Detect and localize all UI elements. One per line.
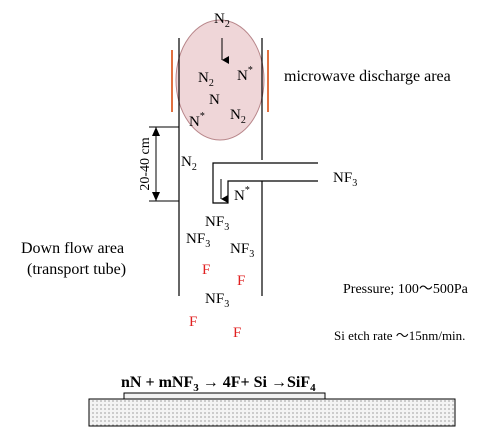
inlet-pipe [212, 162, 318, 204]
nf3-label-a: NF3 [205, 214, 229, 233]
length-label: 20-40 cm [138, 137, 153, 190]
fluorine-3: F [189, 314, 197, 330]
microwave-label: microwave discharge area [284, 68, 451, 85]
fluorine-2: F [237, 273, 245, 289]
discharge-plasma [175, 19, 265, 141]
dim-arrow-top [152, 127, 160, 136]
pressure-label: Pressure; 100～500Pa [343, 282, 469, 297]
dim-arrow-bottom [152, 192, 160, 201]
n2-inflow-label: N2 [214, 11, 230, 30]
plasma-nstar-left: N* [189, 111, 205, 130]
etch-rate-label: Si etch rate ～15nm/min. [334, 328, 465, 343]
plasma-n2-b: N2 [230, 107, 246, 126]
nf3-inlet-label: NF3 [333, 170, 357, 189]
si-film [123, 392, 326, 400]
plasma-nstar-right: N* [237, 65, 253, 84]
down-flow-label: Down flow area [21, 240, 124, 257]
nf3-label-d: NF3 [205, 291, 229, 310]
nf3-label-b: NF3 [186, 231, 210, 250]
fluorine-1: F [202, 262, 210, 278]
transport-tube-label: (transport tube) [27, 261, 126, 278]
tube-n2-label: N2 [181, 154, 197, 173]
nf3-label-c: NF3 [230, 241, 254, 260]
plasma-n2-a: N2 [198, 70, 214, 89]
plasma-n: N [209, 92, 220, 108]
substrate [88, 398, 456, 427]
reaction-equation: nN + mNF3 → 4F+ Si →SiF4 [121, 374, 316, 394]
inlet-nstar-label: N* [234, 185, 250, 204]
fluorine-4: F [233, 325, 241, 341]
